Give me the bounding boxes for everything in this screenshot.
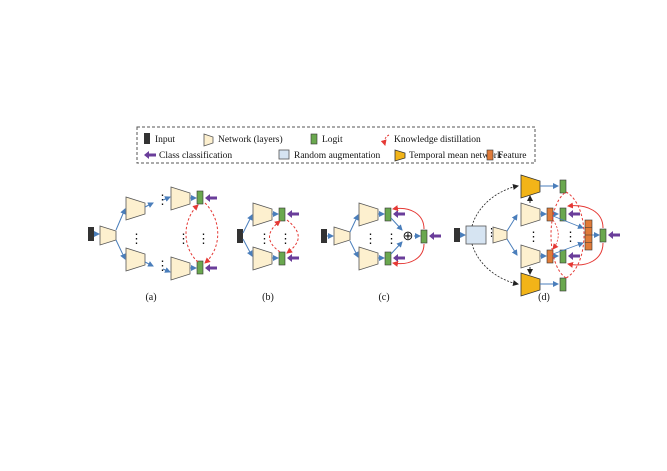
vdots: ⋮ — [527, 229, 540, 244]
panel-d-label: (d) — [538, 292, 550, 303]
legend-feature-label: Feature — [498, 151, 527, 161]
logit-bottom — [278, 251, 286, 266]
vdots: ⋮ — [279, 231, 292, 246]
class-arrow — [393, 210, 405, 218]
branch-top — [520, 202, 541, 227]
fused-logit — [599, 228, 607, 243]
input-block — [237, 229, 243, 243]
legend-border — [136, 126, 536, 164]
temporal-mean-network-top — [520, 174, 541, 199]
logit-top — [278, 207, 286, 222]
random-augmentation-block — [465, 225, 487, 245]
distill-arrow — [269, 220, 281, 253]
knowledge-distillation-icon — [380, 134, 390, 146]
distill-arrow — [185, 204, 199, 263]
ensemble-sum: ⊕ — [403, 228, 414, 243]
vdots: ⋮ — [564, 229, 577, 244]
class-arrow — [205, 264, 217, 272]
logit-bottom — [196, 260, 204, 275]
temporal-mean-network-bottom — [520, 272, 541, 297]
class-arrow — [568, 210, 580, 218]
class-arrow — [205, 194, 217, 202]
input-block — [321, 229, 327, 243]
panel-d: ⋮ ⋮ ⋮ — [454, 174, 620, 303]
temporal-logit-top — [559, 179, 567, 194]
legend: Input Network (layers) Logit Knowledge d… — [136, 126, 536, 164]
temporal-logit-bottom — [559, 277, 567, 292]
input-block — [454, 228, 460, 242]
branch-bottom — [358, 246, 379, 271]
class-classification-icon — [144, 151, 156, 159]
panel-b-label: (b) — [262, 292, 274, 303]
vdots: ⋮ — [258, 231, 271, 246]
branch-top-head — [170, 186, 191, 211]
feature-top — [546, 207, 554, 222]
class-arrow — [608, 231, 620, 239]
legend-class-label: Class classification — [159, 150, 232, 161]
class-arrow — [393, 254, 405, 262]
logit-top — [196, 190, 204, 205]
distill-arrow — [567, 242, 604, 268]
panel-a: ⋮ ⋮ ⋮ ⋮ ⋮ (a) — [88, 186, 219, 303]
vdots: ⋮ — [156, 192, 169, 207]
shared-layers — [99, 225, 117, 246]
temporal-mean-network-icon — [394, 149, 406, 162]
vdots: ⋮ — [364, 231, 377, 246]
branch-bottom-layer — [125, 247, 146, 272]
legend-augmentation-label: Random augmentation — [294, 151, 381, 161]
logit-bottom — [384, 251, 392, 266]
panel-a-label: (a) — [145, 292, 156, 303]
vdots: ⋮ — [130, 231, 143, 246]
network-top — [252, 202, 273, 227]
panel-c-label: (c) — [378, 292, 389, 303]
input-block — [88, 227, 94, 241]
ensemble-logit — [420, 229, 428, 244]
network-icon — [203, 133, 214, 147]
feature-icon — [486, 149, 494, 161]
legend-kd-label: Knowledge distillation — [394, 135, 481, 145]
branch-bottom-head — [170, 256, 191, 281]
shared-layers — [333, 226, 351, 246]
distill-arrow — [204, 202, 219, 264]
logit-top — [559, 207, 567, 222]
network-bottom — [252, 246, 273, 271]
panel-c: ⋮ ⋮ ⊕ (c) — [321, 202, 441, 303]
vdots: ⋮ — [486, 227, 497, 239]
legend-logit-label: Logit — [322, 135, 343, 145]
vdots: ⋮ — [197, 231, 210, 246]
class-arrow — [429, 232, 441, 240]
class-arrow — [287, 210, 299, 218]
panel-b: ⋮ ⋮ (b) — [237, 202, 299, 303]
legend-network-label: Network (layers) — [218, 134, 283, 145]
distill-arrow — [567, 202, 604, 229]
vdots: ⋮ — [177, 231, 190, 246]
shared-layers — [492, 226, 508, 244]
logit-icon — [310, 133, 318, 145]
class-arrow — [568, 252, 580, 260]
distill-arrow — [550, 191, 567, 279]
distill-arrow — [392, 205, 425, 230]
distill-arrow — [392, 243, 425, 267]
distill-arrow — [286, 219, 299, 254]
branch-top — [358, 202, 379, 227]
class-arrow — [287, 254, 299, 262]
branch-top-layer — [125, 196, 146, 221]
legend-temporal-label: Temporal mean network — [409, 151, 502, 161]
random-augmentation-icon — [278, 149, 290, 160]
logit-bottom — [559, 249, 567, 264]
legend-input-label: Input — [155, 135, 175, 145]
input-icon — [144, 133, 150, 144]
branch-bottom — [520, 244, 541, 269]
feature-bottom — [546, 249, 554, 264]
vdots: ⋮ — [385, 231, 398, 246]
logit-top — [384, 207, 392, 222]
